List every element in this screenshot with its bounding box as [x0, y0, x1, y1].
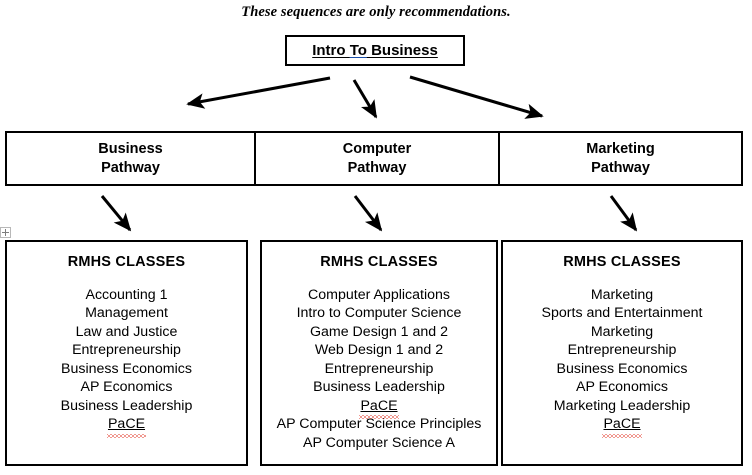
pathway-marketing-label: Marketing Pathway: [586, 140, 655, 177]
pathway-marketing-line2: Pathway: [591, 159, 650, 176]
pathway-cell-marketing[interactable]: Marketing Pathway: [500, 133, 741, 184]
class-list-item: Business Economics: [61, 360, 192, 377]
pathway-computer-label: Computer Pathway: [343, 140, 411, 177]
class-list-item: Sports and Entertainment: [541, 305, 703, 322]
classes-title: RMHS CLASSES: [563, 254, 681, 270]
pathway-computer-line2: Pathway: [347, 159, 407, 176]
pathway-cell-computer[interactable]: Computer Pathway: [254, 133, 500, 184]
arrow-intro-to-computer-pathway: [352, 79, 378, 119]
pathway-marketing-line1: Marketing: [586, 140, 655, 157]
class-list-item: Marketing Leadership: [553, 397, 691, 414]
class-list-item: Law and Justice: [75, 323, 178, 340]
page-subtitle: These sequences are only recommendations…: [241, 4, 511, 20]
pathway-business-line1: Business: [98, 140, 163, 157]
misspelled-word: PaCE: [602, 416, 642, 439]
class-list-item: Entrepreneurship: [324, 360, 434, 377]
pathway-row: Business Pathway Computer Pathway Market…: [5, 131, 743, 186]
class-list-item: Accounting 1: [85, 287, 168, 303]
arrow-business-pathway-to-classes: [100, 195, 132, 232]
pathway-computer-line1: Computer: [342, 140, 412, 157]
object-move-handle-icon[interactable]: [0, 227, 11, 238]
intro-text-after: Business: [366, 42, 438, 59]
arrow-intro-to-marketing-pathway: [409, 75, 544, 119]
arrow-marketing-pathway-to-classes: [609, 195, 638, 232]
class-list-item: Web Design 1 and 2: [314, 342, 444, 359]
class-list-item: PaCE: [503, 415, 741, 439]
class-list-item: PaCE: [7, 415, 246, 439]
intro-to-business-box[interactable]: Intro To Business: [285, 35, 465, 66]
class-list-item: Game Design 1 and 2: [309, 323, 449, 340]
intro-text-before: Intro: [312, 42, 350, 59]
classes-title: RMHS CLASSES: [67, 254, 186, 270]
classes-title: RMHS CLASSES: [320, 254, 438, 270]
class-list-item: Business Leadership: [60, 397, 193, 414]
pathway-cell-business[interactable]: Business Pathway: [7, 133, 254, 184]
class-list-item: AP Computer Science Principles: [276, 416, 482, 433]
class-list-item: Entrepreneurship: [72, 342, 181, 359]
class-list-item: AP Economics: [80, 379, 173, 396]
intro-to-link[interactable]: To: [349, 42, 367, 59]
intro-to-business-label: Intro To Business: [312, 42, 438, 59]
class-list-item: Intro to Computer Science: [296, 305, 462, 322]
class-list-item: Business Leadership: [313, 379, 445, 396]
class-list-item: Management: [85, 305, 168, 322]
misspelled-word: PaCE: [106, 416, 147, 439]
misspelled-word: PaCE: [359, 397, 399, 420]
arrow-computer-pathway-to-classes: [353, 195, 383, 232]
pathway-business-label: Business Pathway: [98, 140, 162, 177]
class-list-item: AP Economics: [576, 379, 668, 396]
class-list-item: Marketing: [590, 287, 654, 303]
class-list-item: AP Computer Science A: [303, 434, 455, 451]
class-list-item: Entrepreneurship: [567, 342, 677, 359]
arrow-intro-to-business-pathway: [186, 76, 331, 109]
class-list-item: Business Economics: [556, 360, 688, 377]
class-list-item: PaCE: [262, 397, 496, 420]
pathway-business-line2: Pathway: [101, 159, 160, 176]
class-list-item: Marketing: [590, 323, 654, 340]
class-list-item: Computer Applications: [308, 287, 450, 303]
